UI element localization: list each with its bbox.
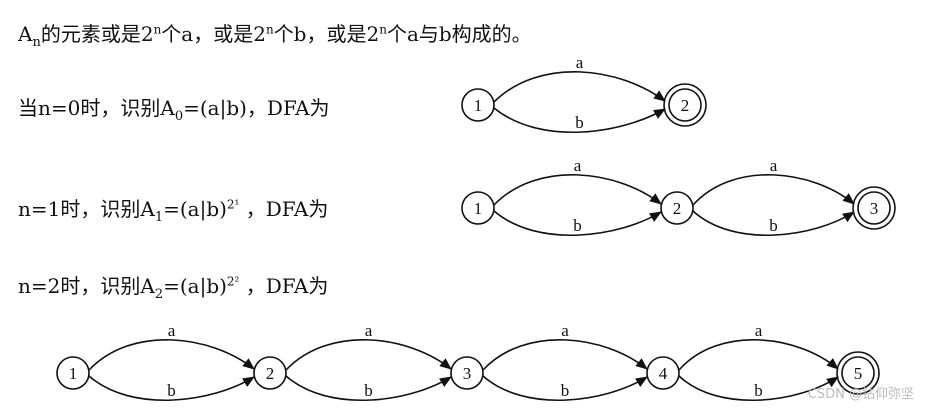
state-circle — [646, 356, 680, 390]
case-n1: n=1时，识别A1=(a|b)2¹ ，DFA为 — [18, 193, 328, 225]
edge-a-arrow — [88, 338, 255, 371]
text: n — [32, 35, 41, 50]
text: ，DFA为 — [246, 96, 330, 120]
case-n2: n=2时，识别A2=(a|b)2² ，DFA为 — [18, 270, 328, 302]
text: n — [265, 22, 274, 37]
state-circle — [857, 191, 891, 225]
edge-b-arrow — [692, 210, 855, 236]
text: =(a|b) — [183, 96, 247, 120]
text: 2 — [154, 287, 164, 302]
edge-a-arrow — [482, 338, 648, 371]
text: =(a|b) — [163, 197, 227, 221]
state-label: 1 — [69, 364, 78, 383]
text: n — [153, 22, 162, 37]
edge-label-b: b — [573, 216, 582, 235]
state-circle — [461, 88, 495, 122]
state-circle — [841, 356, 875, 390]
edge-label-b: b — [561, 381, 570, 400]
state-label: 3 — [870, 199, 879, 218]
text: 当n=0时，识别A — [18, 96, 175, 120]
text: ，DFA为 — [245, 274, 329, 298]
text: 2¹ — [226, 197, 240, 212]
text: A — [18, 22, 33, 46]
state-circle — [668, 88, 702, 122]
text: 个a，或是2 — [161, 22, 266, 46]
edge-label-a: a — [168, 321, 176, 340]
state-label: 2 — [681, 96, 690, 115]
watermark: CSDN @钻仰弥坚 — [807, 387, 914, 402]
edge-label-b: b — [364, 381, 373, 400]
state-label: 3 — [463, 364, 472, 383]
edge-label-a: a — [574, 156, 582, 175]
state-label: 2 — [673, 199, 682, 218]
edge-b-arrow — [88, 375, 255, 401]
text: 2² — [226, 274, 240, 289]
state-circle — [660, 191, 694, 225]
accept-state-ring — [836, 351, 880, 395]
accept-state-ring — [663, 83, 707, 127]
edge-b-arrow — [493, 107, 666, 133]
text: 的元素或是2 — [40, 22, 154, 46]
state-circle — [253, 356, 287, 390]
accept-state-ring — [852, 186, 896, 230]
edge-label-b: b — [754, 381, 763, 400]
state-label: 1 — [474, 96, 483, 115]
edge-label-a: a — [755, 321, 763, 340]
edge-b-arrow — [493, 210, 662, 236]
state-label: 5 — [854, 364, 863, 383]
edge-label-b: b — [167, 381, 176, 400]
edge-b-arrow — [482, 375, 648, 401]
edge-a-arrow — [678, 339, 839, 371]
case-n0: 当n=0时，识别A0=(a|b)，DFA为 — [18, 92, 330, 124]
text: 0 — [174, 109, 184, 124]
state-circle — [450, 356, 484, 390]
state-label: 4 — [659, 364, 668, 383]
state-label: 2 — [266, 364, 275, 383]
state-label: 1 — [474, 199, 483, 218]
edge-label-b: b — [769, 216, 778, 235]
edge-a-arrow — [285, 338, 452, 371]
state-circle — [56, 356, 90, 390]
text: n=1时，识别A — [18, 197, 155, 221]
edge-label-b: b — [575, 113, 584, 132]
edge-label-a: a — [770, 156, 778, 175]
state-circle — [461, 191, 495, 225]
edge-b-arrow — [285, 375, 452, 401]
edge-a-arrow — [692, 174, 855, 206]
text: ，DFA为 — [245, 197, 329, 221]
edge-a-arrow — [493, 173, 662, 206]
text: 个b，或是2 — [273, 22, 380, 46]
edge-label-a: a — [561, 321, 569, 340]
text: 个a与b构成的。 — [386, 22, 532, 46]
edge-label-a: a — [576, 53, 584, 72]
text: n=2时，识别A — [18, 274, 155, 298]
intro-text: An的元素或是2n个a，或是2n个b，或是2n个a与b构成的。 — [18, 18, 532, 50]
text: =(a|b) — [163, 274, 227, 298]
edge-b-arrow — [678, 375, 839, 401]
text: n — [379, 22, 387, 37]
edge-a-arrow — [493, 70, 666, 103]
text: 1 — [154, 210, 164, 225]
edge-label-a: a — [365, 321, 373, 340]
